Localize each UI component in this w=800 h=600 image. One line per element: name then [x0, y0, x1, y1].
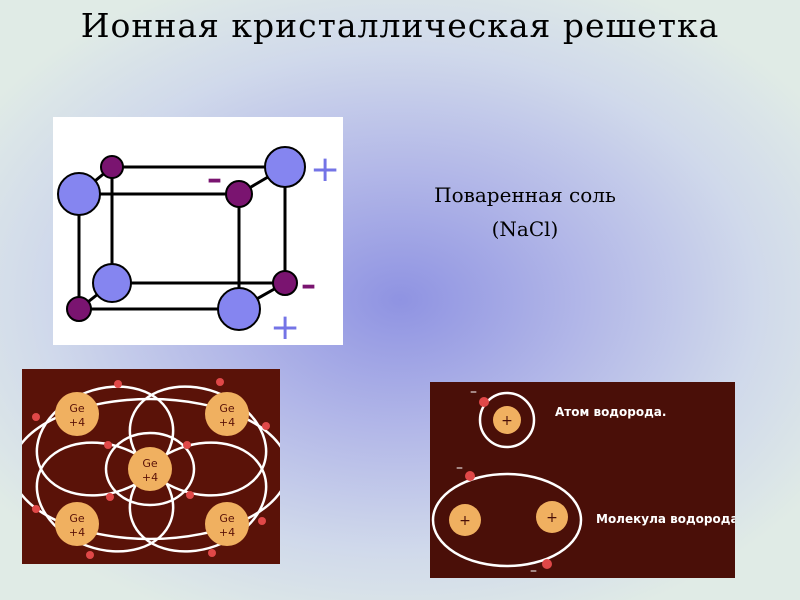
ge-symbol: Ge — [142, 457, 158, 470]
electron — [104, 441, 112, 449]
hydrogen-atom: + – — [470, 384, 536, 449]
cation-ion — [217, 287, 261, 331]
plus-sign: + — [270, 307, 300, 345]
ge-charge: +4 — [219, 416, 235, 429]
ge-charge: +4 — [142, 471, 158, 484]
ge-atom: Ge +4 — [55, 392, 99, 436]
electron-charge: – — [470, 384, 477, 400]
electron — [262, 422, 270, 430]
ge-charge: +4 — [219, 526, 235, 539]
electrons — [32, 378, 270, 559]
germanium-svg: Ge +4 Ge +4 Ge +4 Ge +4 Ge +4 — [22, 378, 280, 559]
ge-symbol: Ge — [219, 512, 235, 525]
orbit — [128, 385, 268, 497]
nacl-lattice-diagram: + – – + — [53, 117, 343, 345]
orbit — [431, 472, 583, 568]
nacl-lattice-svg: + – – + — [57, 146, 340, 345]
plus-sign: + — [310, 149, 340, 190]
electron — [106, 493, 114, 501]
minus-sign: – — [207, 162, 222, 197]
orbit — [22, 397, 280, 541]
electron — [86, 551, 94, 559]
electron — [208, 549, 216, 557]
electron-orbits — [22, 385, 280, 553]
atom-label: Атом водорода. — [555, 405, 666, 419]
nucleus-charge: + — [546, 510, 558, 526]
ge-symbol: Ge — [219, 402, 235, 415]
minus-sign: – — [301, 268, 316, 303]
hydrogen-svg: + – Атом водорода. + + – – Молекула водо… — [431, 384, 735, 578]
ge-atom: Ge +4 — [55, 502, 99, 546]
anion-ion — [272, 270, 298, 296]
nucleus-charge: + — [501, 413, 513, 429]
ge-charge: +4 — [69, 416, 85, 429]
caption-formula: (NaCl) — [491, 217, 559, 241]
cation-ion — [92, 263, 132, 303]
nucleus-charge: + — [459, 513, 471, 529]
electron — [186, 491, 194, 499]
ge-atom: Ge +4 — [205, 502, 249, 546]
orbit — [128, 441, 268, 553]
electron — [465, 471, 475, 481]
anion-ion — [66, 296, 92, 322]
electron — [32, 505, 40, 513]
orbit — [35, 441, 175, 553]
electron — [542, 559, 552, 569]
electron-charge: – — [456, 460, 463, 476]
slide-title: Ионная кристаллическая решетка — [80, 6, 720, 45]
cation-ion — [57, 172, 101, 216]
electron — [258, 517, 266, 525]
ge-charge: +4 — [69, 526, 85, 539]
electron-charge: – — [530, 563, 537, 578]
electron — [114, 380, 122, 388]
orbit — [478, 391, 536, 449]
germanium-crystal-diagram: Ge +4 Ge +4 Ge +4 Ge +4 Ge +4 — [22, 369, 280, 564]
caption: Поваренная соль (NaCl) — [380, 178, 670, 246]
nucleus — [493, 406, 521, 434]
electron — [183, 441, 191, 449]
cation-ion — [264, 146, 306, 188]
anion-ion — [100, 155, 124, 179]
electron — [479, 397, 489, 407]
ge-atom: Ge +4 — [205, 392, 249, 436]
hydrogen-molecule: + + – – — [431, 460, 583, 578]
nucleus — [536, 501, 568, 533]
ge-symbol: Ge — [69, 512, 85, 525]
orbit — [35, 385, 175, 497]
ge-atom: Ge +4 — [128, 447, 172, 491]
molecule-label: Молекула водорода. — [596, 512, 735, 526]
electron — [216, 378, 224, 386]
nucleus — [449, 504, 481, 536]
hydrogen-diagram: + – Атом водорода. + + – – Молекула водо… — [430, 382, 735, 578]
electron — [32, 413, 40, 421]
orbit — [104, 431, 196, 507]
caption-substance-name: Поваренная соль — [434, 183, 616, 207]
ge-symbol: Ge — [69, 402, 85, 415]
anion-ion — [225, 180, 253, 208]
